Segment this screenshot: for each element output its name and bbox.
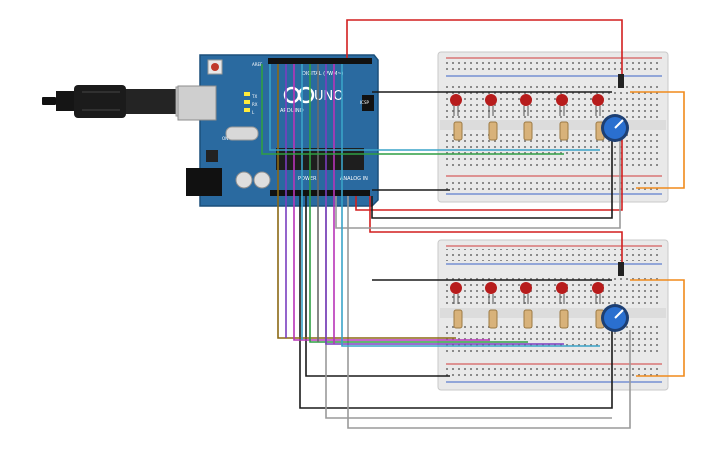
- logo-text: ARDUINO: [280, 108, 304, 114]
- icsp-label: ICSP: [360, 100, 370, 105]
- slide-switch-bottom[interactable]: [618, 262, 624, 276]
- reset-button[interactable]: [211, 63, 219, 71]
- usb-port: [177, 85, 217, 121]
- regulator: [206, 150, 218, 162]
- wire-orange-top: [630, 91, 685, 189]
- wire-orange-bottom: [630, 279, 685, 377]
- slide-switch-top[interactable]: [618, 74, 624, 88]
- wire-gray-3: [335, 140, 621, 229]
- capacitor-2: [253, 171, 271, 189]
- led-1: [450, 94, 462, 116]
- led-7: [485, 282, 497, 304]
- resistor-3: [523, 121, 533, 141]
- wire-signal-1: [277, 64, 456, 339]
- digital-label: DIGITAL (PWM~): [302, 71, 344, 77]
- wire-black-3: [299, 196, 613, 409]
- resistor-7: [488, 309, 498, 329]
- power-jack: [186, 168, 222, 196]
- led-9: [556, 282, 568, 304]
- leds-top: [450, 94, 604, 116]
- wire-signal-11: [261, 64, 564, 155]
- rx-label: RX: [252, 102, 258, 107]
- crystal: [225, 126, 259, 141]
- power-analog-header: [270, 190, 370, 196]
- potentiometer-top[interactable]: [601, 114, 629, 142]
- wire-signal-7: [325, 64, 564, 345]
- breadboard-top: [437, 51, 669, 203]
- led-4: [556, 94, 568, 116]
- led-3: [520, 94, 532, 116]
- tx-label: TX: [251, 94, 257, 99]
- led-10: [592, 282, 604, 304]
- potentiometer-bottom[interactable]: [601, 304, 629, 332]
- wire-gray-1: [347, 196, 631, 429]
- on-label: ON: [222, 136, 228, 141]
- capacitor-1: [235, 171, 253, 189]
- digital-header: [268, 58, 372, 64]
- resistor-6: [453, 309, 463, 329]
- arduino-logo: UNO ARDUINO: [280, 86, 343, 114]
- aref-label: AREF: [252, 62, 263, 67]
- resistor-8: [523, 309, 533, 329]
- wire-black-4: [305, 196, 450, 377]
- atmega-chip: [276, 148, 364, 170]
- wire-signal-5: [309, 64, 528, 343]
- wire-black-5: [371, 140, 613, 219]
- wire-signal-9: [341, 64, 600, 347]
- resistor-2: [488, 121, 498, 141]
- brand-text: UNO: [314, 89, 343, 104]
- resistor-4: [559, 121, 569, 141]
- power-label: POWER: [298, 176, 317, 182]
- resistor-1: [453, 121, 463, 141]
- analog-label: ANALOG IN: [340, 176, 368, 182]
- led-6: [450, 282, 462, 304]
- wire-red-bottom: [369, 196, 623, 272]
- l-label: L: [252, 110, 255, 115]
- wires: [261, 19, 685, 429]
- leds-bottom: [450, 282, 604, 304]
- wire-red-top: [346, 19, 623, 84]
- wire-signal-10: [269, 64, 600, 151]
- usb-cable: [42, 85, 201, 118]
- wire-red-loop: [355, 130, 623, 211]
- led-2: [485, 94, 497, 116]
- breadboard-bottom: [437, 239, 669, 391]
- icsp-header: [362, 95, 374, 111]
- led-5: [592, 94, 604, 116]
- led-8: [520, 282, 532, 304]
- resistor-9: [559, 309, 569, 329]
- wire-signal-3: [293, 64, 490, 341]
